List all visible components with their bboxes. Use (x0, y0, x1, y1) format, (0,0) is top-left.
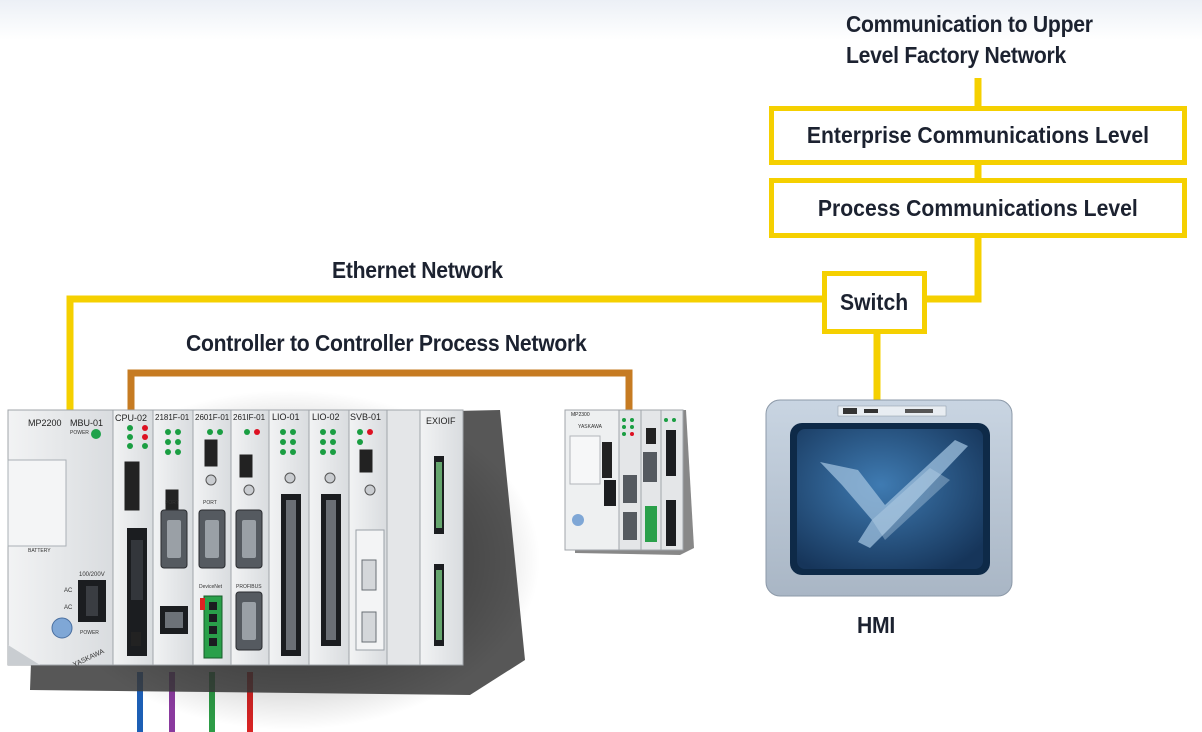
hmi-label: HMI (857, 612, 895, 638)
upper-network-label: Communication to Upper (846, 11, 1093, 37)
slot-label-exioif: EXIOIF (426, 416, 456, 426)
enterprise-level-label: Enterprise Communications Level (806, 122, 1150, 148)
controller-network-line (127, 369, 633, 412)
upper-network-label-2: Level Factory Network (846, 42, 1066, 68)
switch-box: Switch (822, 271, 927, 334)
ac-label-2: AC (64, 605, 73, 611)
ethernet-network-label: Ethernet Network (332, 257, 503, 283)
ethernet-line (66, 295, 827, 410)
mbu-label: MBU-01 (70, 418, 104, 428)
process-to-switch-line (922, 236, 982, 303)
port-label-1: PORT (165, 500, 179, 506)
slot-label-svb: SVB-01 (350, 412, 382, 422)
slot-label-lio02: LIO-02 (312, 412, 340, 422)
port-label-2: PORT (203, 500, 217, 506)
profibus-label: PROFIBUS (236, 584, 262, 590)
small-brand-label: YASKAWA (578, 424, 602, 430)
devicenet-label: DeviceNet (199, 584, 223, 590)
power-label: POWER (80, 630, 99, 636)
battery-label: BATTERY (28, 548, 51, 554)
controller-network-label: Controller to Controller Process Network (186, 330, 587, 356)
slot-label-2181: 2181F-01 (155, 413, 190, 422)
process-level-label: Process Communications Level (818, 194, 1138, 221)
slot-label-lio01: LIO-01 (272, 412, 300, 422)
small-model-label: MP2300 (571, 412, 590, 418)
slot-label-cpu: CPU-02 (115, 413, 148, 423)
slot-label-261: 261IF-01 (233, 413, 266, 422)
mp2200-label: MP2200 (28, 418, 62, 428)
power-led-label: POWER (70, 430, 89, 436)
process-level-box: Process Communications Level (769, 178, 1187, 238)
voltage-label: 100/200V (79, 572, 105, 578)
ac-label-1: AC (64, 588, 73, 594)
switch-label: Switch (840, 289, 909, 315)
enterprise-level-box: Enterprise Communications Level (769, 106, 1187, 165)
slot-label-2601: 2601F-01 (195, 413, 230, 422)
